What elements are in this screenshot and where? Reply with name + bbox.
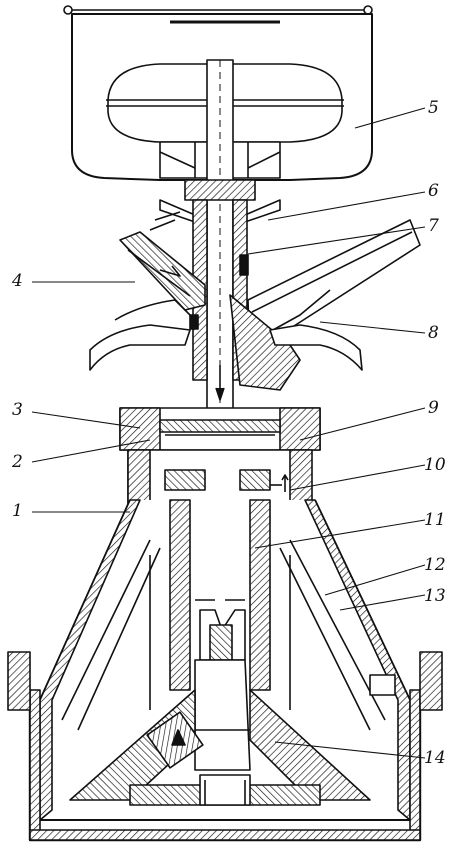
leader-lines [31, 107, 426, 759]
side-fittings [7, 651, 443, 711]
base [28, 689, 422, 842]
plate-holder [169, 499, 271, 771]
label-6: 6 [428, 181, 439, 201]
bowl-nut [119, 407, 321, 451]
label-9: 9 [428, 398, 439, 418]
label-7: 7 [428, 216, 439, 236]
label-2: 2 [12, 452, 23, 472]
skim-milk-spout [229, 219, 421, 391]
label-1: 1 [12, 501, 23, 521]
cream-spout [119, 231, 206, 311]
label-5: 5 [428, 98, 439, 118]
lower-cone [69, 689, 371, 801]
label-3: 3 [12, 400, 23, 420]
label-10: 10 [424, 455, 446, 475]
label-13: 13 [424, 586, 446, 606]
label-12: 12 [424, 555, 446, 575]
label-4: 4 [12, 271, 23, 291]
label-14: 14 [424, 748, 446, 768]
label-11: 11 [424, 510, 446, 530]
spout-wings [89, 211, 363, 371]
label-8: 8 [428, 323, 439, 343]
